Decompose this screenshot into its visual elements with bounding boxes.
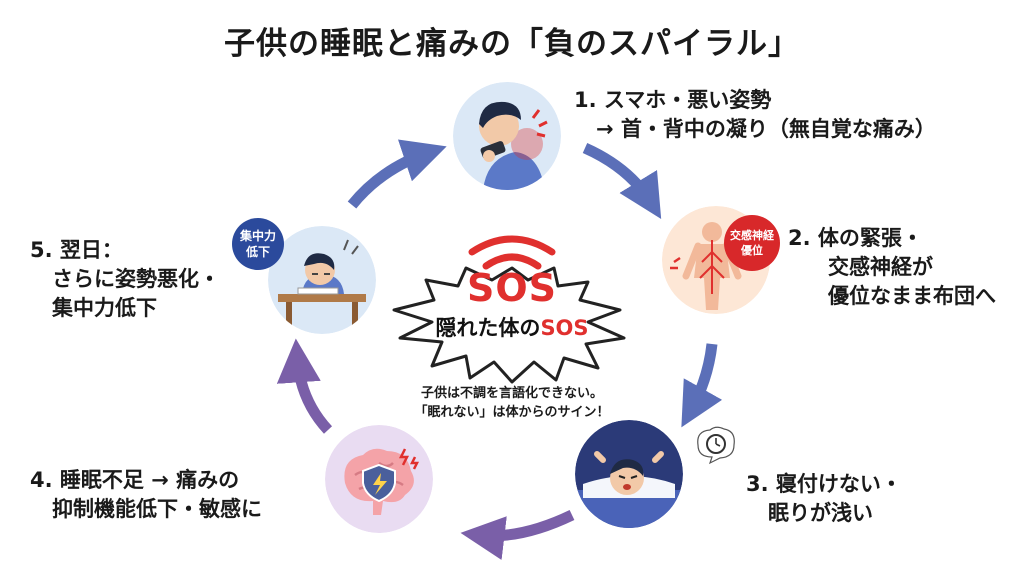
step-1-text: 1. スマホ・悪い姿勢 → 首・背中の凝り（無自覚な痛み） (574, 86, 936, 144)
step-1-illustration (453, 82, 561, 190)
step-3-line-2: 眠りが浅い (768, 501, 873, 525)
center-caption: 子供は不調を言語化できない。 「眠れない」は体からのサイン！ (380, 384, 644, 422)
step-2-line-1: 2. 体の緊張・ (788, 226, 923, 250)
arrow-3-to-4 (460, 510, 575, 560)
arrow-4-to-5 (276, 338, 333, 434)
step-2-text: 2. 体の緊張・ 交感神経が 優位なまま布団へ (788, 224, 996, 311)
step-3-line-1: 3. 寝付けない・ (746, 472, 902, 496)
step-2-line-2: 交感神経が (828, 255, 933, 279)
caption-line-2: 「眠れない」は体からのサイン！ (414, 405, 610, 420)
low-concentration-badge: 集中力 低下 (232, 218, 284, 270)
step-4-line-2: 抑制機能低下・敏感に (52, 497, 262, 521)
badge-5-line-1: 集中力 (239, 229, 276, 243)
step-5-line-2: さらに姿勢悪化・ (52, 267, 220, 291)
sos-heading: SOS (466, 266, 558, 310)
hidden-sos-label: 隠れた体のSOS (406, 312, 618, 342)
step-5-line-3: 集中力低下 (52, 296, 157, 320)
step-5-line-1: 5. 翌日： (30, 238, 123, 262)
step-4-line-1: 4. 睡眠不足 → 痛みの (30, 468, 240, 492)
badge-2-line-2: 優位 (741, 244, 763, 257)
arrow-1-to-2 (582, 142, 662, 220)
caption-line-1: 子供は不調を言語化できない。 (420, 386, 603, 401)
step-1-line-2: → 首・背中の凝り（無自覚な痛み） (596, 117, 936, 141)
step-5-text: 5. 翌日： さらに姿勢悪化・ 集中力低下 (30, 236, 220, 323)
step-5-illustration (268, 226, 376, 334)
hidden-sos-highlight: SOS (540, 316, 589, 340)
alarm-clock-icon (697, 426, 735, 465)
arrow-5-to-1 (347, 139, 447, 209)
step-4-illustration (325, 425, 433, 533)
step-1-line-1: 1. スマホ・悪い姿勢 (574, 88, 772, 112)
arrow-2-to-3 (681, 343, 723, 428)
badge-2-line-1: 交感神経 (730, 229, 774, 242)
badge-5-line-2: 低下 (245, 245, 270, 259)
step-4-text: 4. 睡眠不足 → 痛みの 抑制機能低下・敏感に (30, 466, 262, 524)
sos-burst-icon (392, 235, 626, 384)
hidden-sos-prefix: 隠れた体の (435, 316, 541, 340)
page-title: 子供の睡眠と痛みの「負のスパイラル」 (224, 26, 800, 62)
step-3-illustration (575, 420, 683, 528)
sympathetic-dominant-badge: 交感神経 優位 (724, 215, 780, 271)
step-2-line-3: 優位なまま布団へ (828, 284, 996, 308)
step-3-text: 3. 寝付けない・ 眠りが浅い (746, 470, 902, 528)
